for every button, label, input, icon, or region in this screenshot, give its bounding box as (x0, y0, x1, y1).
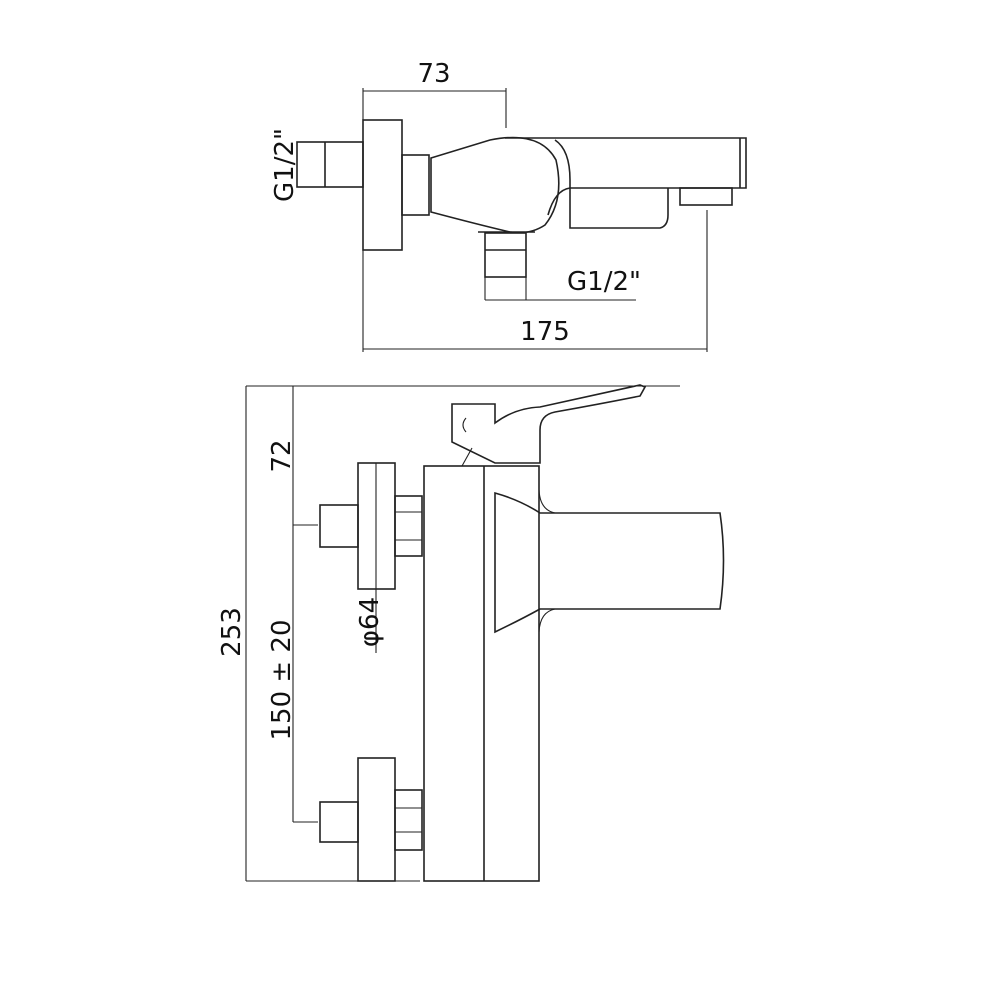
wall-inlet-pipe (296, 141, 364, 188)
lower-flange (357, 757, 396, 882)
collar (401, 154, 430, 216)
dimension-g12-outlet: G1/2" (484, 267, 641, 301)
shower-outlet (679, 187, 733, 206)
dimension-253: 253 (217, 385, 680, 882)
dimension-g12-inlet: G1/2" (270, 128, 300, 202)
wall-flange (362, 119, 403, 251)
dim-phi64-label: φ64 (355, 597, 385, 647)
mixer-body-front (423, 465, 540, 882)
dim-253-label: 253 (217, 607, 247, 657)
lower-nut (394, 789, 423, 851)
dim-73-label: 73 (417, 59, 450, 89)
dim-72-label: 72 (267, 439, 297, 472)
spout-top (505, 137, 747, 216)
upper-nut (394, 495, 423, 557)
g12-inlet-label: G1/2" (270, 128, 300, 202)
shower-outlet-pipe (484, 232, 527, 278)
dimension-73: 73 (362, 59, 507, 128)
g12-outlet-label: G1/2" (567, 267, 641, 297)
dimension-175: 175 (362, 210, 708, 352)
spout-underside (554, 139, 669, 229)
top-view: 73 G1/2" G1/2" 175 (270, 59, 747, 352)
front-view: 253 72 150 ± 20 φ64 (217, 384, 725, 882)
handle-indicator-icon (462, 417, 467, 433)
bath-spout (494, 491, 725, 634)
dimension-72-and-150: 72 150 ± 20 (267, 386, 318, 823)
mixer-body (430, 136, 560, 234)
lower-inlet-pipe (319, 801, 359, 843)
dim-150-label: 150 ± 20 (267, 619, 297, 740)
dim-175-label: 175 (520, 317, 570, 347)
upper-inlet-pipe (319, 504, 359, 548)
lever-handle[interactable] (451, 384, 647, 464)
